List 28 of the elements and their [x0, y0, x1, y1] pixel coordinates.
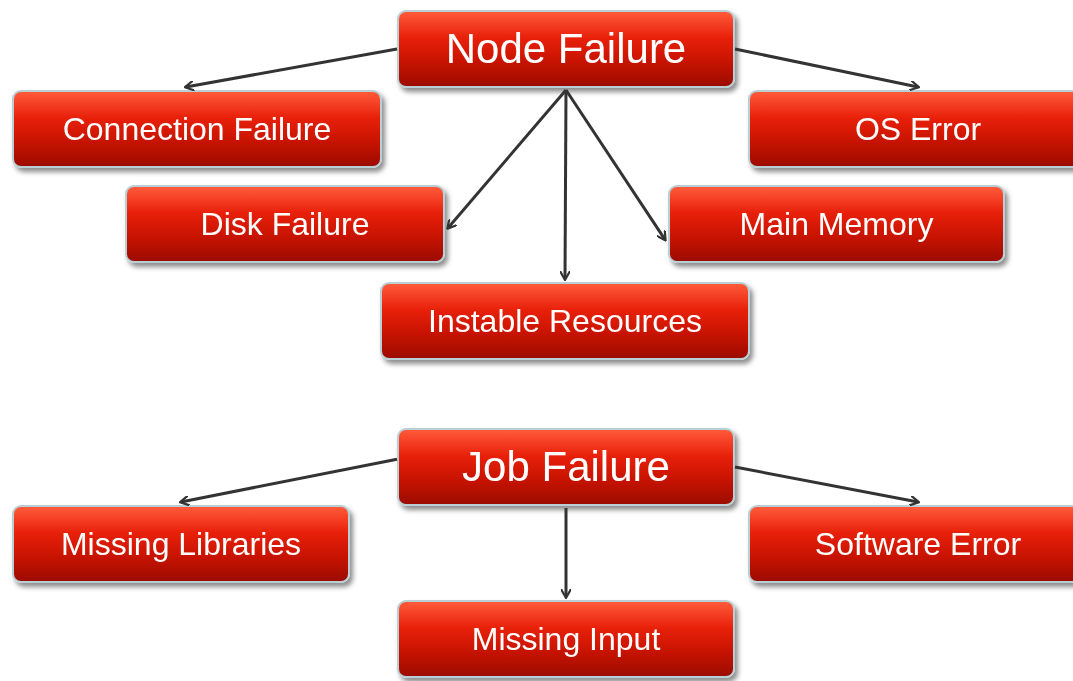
arrow — [446, 89, 568, 230]
process-box — [748, 90, 1073, 168]
box-label: Missing Input — [471, 620, 661, 658]
box-label: Node Failure — [445, 25, 687, 73]
process-box — [397, 600, 735, 678]
process-box — [12, 505, 350, 583]
box-label: Missing Libraries — [60, 525, 302, 563]
process-box — [668, 185, 1005, 263]
process-box — [397, 10, 735, 88]
process-box — [12, 90, 382, 168]
box-label: Main Memory — [739, 205, 934, 243]
arrow — [564, 89, 667, 242]
box-label: Software Error — [814, 525, 1022, 563]
box-label: Disk Failure — [200, 205, 370, 243]
arrow — [734, 47, 921, 92]
arrow — [183, 47, 398, 92]
process-box — [748, 505, 1073, 583]
box-label: Job Failure — [462, 443, 670, 491]
box-label: Instable Resources — [428, 302, 702, 340]
arrow — [734, 465, 921, 507]
process-box — [397, 428, 735, 506]
box-label: Connection Failure — [62, 110, 332, 148]
arrow — [559, 508, 573, 600]
arrow — [558, 90, 572, 282]
process-box — [125, 185, 445, 263]
box-label: OS Error — [854, 110, 982, 148]
arrow — [178, 457, 398, 507]
process-box — [380, 282, 750, 360]
